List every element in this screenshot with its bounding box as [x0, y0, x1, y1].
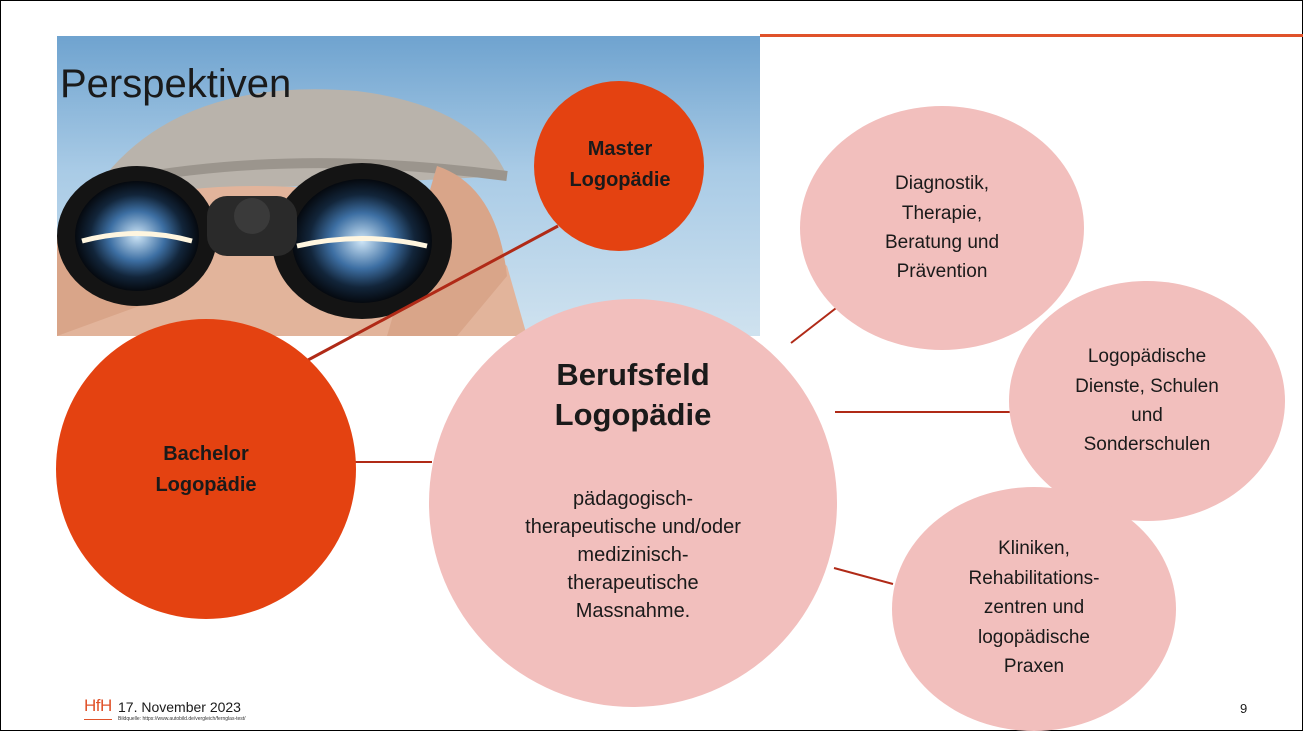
connector-center-diagnostik [790, 304, 841, 344]
bachelor-circle [56, 319, 356, 619]
dienste-label: Logopädische Dienste, Schulen und Sonder… [1075, 346, 1219, 456]
berufsfeld-circle [429, 299, 837, 707]
bachelor-label: Bachelor Logopädie [155, 443, 257, 496]
image-source-credit: Bildquelle: https://www.autobild.de/verg… [118, 716, 246, 722]
hfh-logo: HfH [84, 696, 112, 720]
berufsfeld-description: pädagogisch- therapeutische und/oder med… [525, 488, 741, 622]
binoculars-photo [57, 36, 760, 336]
diagnostik-label: Diagnostik, Therapie, Beratung und Präve… [884, 173, 1000, 283]
connector-center-kliniken [833, 567, 894, 585]
berufsfeld-title: Berufsfeld Logopädie [554, 356, 712, 432]
master-label: Master Logopädie [569, 138, 671, 191]
connector-bachelor-master [294, 224, 559, 369]
dienste-ellipse [1009, 281, 1285, 521]
kliniken-ellipse [892, 487, 1176, 731]
page-number: 9 [1240, 701, 1248, 716]
kliniken-label: Kliniken, Rehabilitations- zentren und l… [968, 538, 1100, 678]
footer-date: 17. November 2023 [118, 699, 241, 715]
diagnostik-ellipse [800, 106, 1084, 350]
slide-title: Perspektiven [60, 62, 292, 106]
top-accent-rule [760, 34, 1303, 37]
master-circle [534, 81, 704, 251]
